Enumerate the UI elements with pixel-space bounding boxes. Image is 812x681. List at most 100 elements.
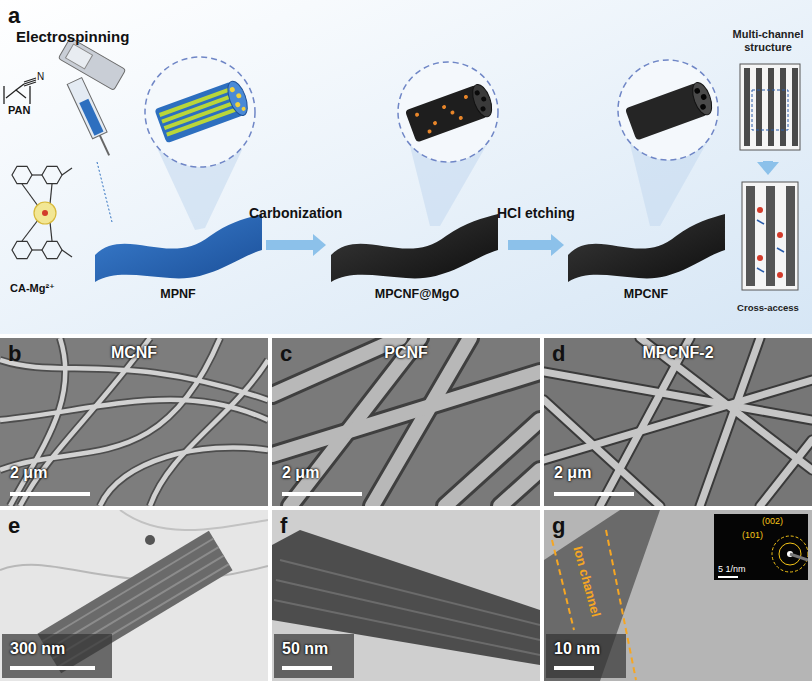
cross-access-sketch-part-part bbox=[786, 186, 795, 286]
atom-label: N bbox=[37, 71, 44, 83]
fiber-bundle-part bbox=[160, 89, 240, 135]
sem-image-c bbox=[272, 338, 540, 506]
sem-image-d-part bbox=[544, 338, 812, 506]
pan-structure-part bbox=[29, 86, 30, 104]
carbon-fiber-channels-part-part bbox=[694, 87, 701, 94]
carbon-fiber-mgo-part-part bbox=[474, 90, 480, 96]
fiber-mats-part bbox=[568, 214, 725, 282]
arrow-head bbox=[313, 234, 326, 256]
sample-label: MPNF bbox=[92, 287, 264, 301]
pan-structure-part bbox=[6, 90, 26, 98]
sem-image-d-part bbox=[544, 338, 812, 506]
carbon-fiber-mgo-part-part bbox=[442, 104, 447, 109]
multi-channel-sketch-part-part bbox=[768, 68, 774, 146]
fiber-mats-part bbox=[331, 214, 498, 282]
tem-image-e bbox=[0, 510, 268, 681]
cellulose-acetate-structure-part bbox=[32, 174, 42, 175]
carbon-fiber-mgo-part-part bbox=[415, 112, 420, 117]
fiber-mats-part bbox=[95, 214, 262, 282]
multi-channel-sketch-part-part bbox=[756, 68, 762, 146]
cellulose-acetate-structure-part bbox=[32, 249, 42, 250]
cross-access-sketch-part bbox=[757, 220, 784, 272]
annotation: Ion channel bbox=[570, 545, 603, 619]
tem-image-e-part bbox=[145, 535, 155, 545]
arrow-head bbox=[757, 162, 779, 175]
multi-channel-sketch-part-part bbox=[792, 68, 798, 146]
sem-image-d-part bbox=[554, 492, 634, 496]
zoom-circles-part bbox=[145, 57, 255, 167]
saed-inset: (002) (101) 5 1/nm bbox=[714, 514, 808, 580]
multi-channel-sketch-part-part bbox=[744, 68, 750, 146]
sem-image-b-part bbox=[0, 338, 268, 506]
panel-a-ground bbox=[0, 0, 812, 334]
step-label: Carbonization bbox=[249, 205, 342, 221]
scale-bar-label: 2 μm bbox=[554, 464, 591, 482]
step-label: Electrospinning bbox=[16, 28, 129, 45]
carbon-fiber-channels-part-part bbox=[699, 103, 706, 110]
sem-image-b-part bbox=[10, 492, 90, 496]
cellulose-acetate-structure-part bbox=[42, 210, 48, 216]
cross-access-sketch-part-part bbox=[777, 272, 783, 278]
cross-access-sketch-part bbox=[746, 186, 795, 286]
sample-label: MPCNF-2 bbox=[608, 344, 748, 362]
tem-image-g-part bbox=[544, 510, 660, 681]
scale-bar-label: 50 nm bbox=[282, 640, 328, 658]
tem-image-e-part-part-part bbox=[42, 538, 214, 643]
carbon-fiber-mgo-part-part bbox=[480, 106, 486, 112]
multi-channel-sketch-part bbox=[752, 90, 788, 130]
cellulose-acetate-structure-part bbox=[42, 166, 62, 183]
arrow-shaft bbox=[508, 240, 551, 250]
syringe-pump-part bbox=[58, 38, 125, 91]
panel-letter: c bbox=[280, 341, 292, 366]
zoom-circles-part bbox=[398, 62, 498, 162]
cross-access-sketch-part-part bbox=[757, 255, 763, 261]
cross-access-sketch-part bbox=[742, 182, 798, 290]
cross-access-sketch-part-part bbox=[777, 248, 784, 252]
saed-pattern bbox=[714, 514, 808, 580]
tem-image-f-part-part bbox=[276, 580, 540, 640]
cellulose-acetate-structure-part bbox=[12, 241, 32, 258]
cellulose-acetate-structure-part bbox=[34, 202, 56, 224]
process-arrow bbox=[757, 161, 779, 175]
fiber-bundle-part bbox=[229, 85, 247, 113]
multi-channel-sketch-part bbox=[744, 68, 798, 146]
cellulose-acetate-structure-part bbox=[62, 250, 72, 257]
arrow-shaft bbox=[266, 240, 313, 250]
cellulose-acetate-structure-part bbox=[50, 222, 52, 241]
sample-label: MPCNF bbox=[566, 287, 726, 301]
panel-letter: f bbox=[280, 513, 287, 538]
cross-access-sketch-part-part bbox=[757, 268, 764, 272]
carbon-fiber-mgo-part-part bbox=[450, 110, 455, 115]
tem-image-f-part bbox=[272, 510, 540, 681]
sample-label: MPCNF@MgO bbox=[328, 287, 506, 301]
tem-image-f-part-part bbox=[280, 560, 540, 625]
diffraction-index: (002) bbox=[762, 516, 783, 526]
step-label: HCl etching bbox=[497, 205, 575, 221]
scale-bar-label: 5 1/nm bbox=[718, 564, 746, 574]
scale-bar-label: 2 μm bbox=[282, 464, 319, 482]
tem-image-f-part bbox=[274, 634, 354, 678]
tem-image-e-part bbox=[120, 510, 268, 530]
saed-pattern-part bbox=[714, 514, 808, 580]
fiber-mats bbox=[95, 214, 725, 282]
cellulose-acetate-structure-part bbox=[22, 220, 38, 241]
sem-image-c-part bbox=[272, 338, 540, 506]
cellulose-acetate-structure bbox=[12, 166, 72, 258]
fiber-bundle-part-part bbox=[236, 93, 242, 99]
syringe-pump bbox=[58, 38, 125, 222]
sem-image-c-part bbox=[272, 338, 540, 506]
carbon-fiber-channels-part-part bbox=[700, 93, 707, 100]
carbon-fiber-channels bbox=[625, 80, 716, 141]
fiber-mat: MPNF bbox=[92, 186, 264, 304]
structure-label: Cross-access bbox=[728, 303, 808, 314]
carbon-fiber-mgo-part-part bbox=[427, 129, 432, 134]
diffraction-index: (101) bbox=[742, 530, 763, 540]
tem-image-e-part bbox=[0, 510, 268, 681]
cellulose-acetate-structure-part bbox=[42, 241, 62, 258]
process-arrow bbox=[266, 234, 326, 256]
chemical-name: CA-Mg²⁺ bbox=[10, 282, 55, 295]
tem-panel: gIon channel10 nm(002)(101)5 1/nm bbox=[544, 510, 812, 681]
tem-image-f-part bbox=[282, 666, 332, 670]
cross-access-sketch-part-part bbox=[777, 232, 783, 238]
